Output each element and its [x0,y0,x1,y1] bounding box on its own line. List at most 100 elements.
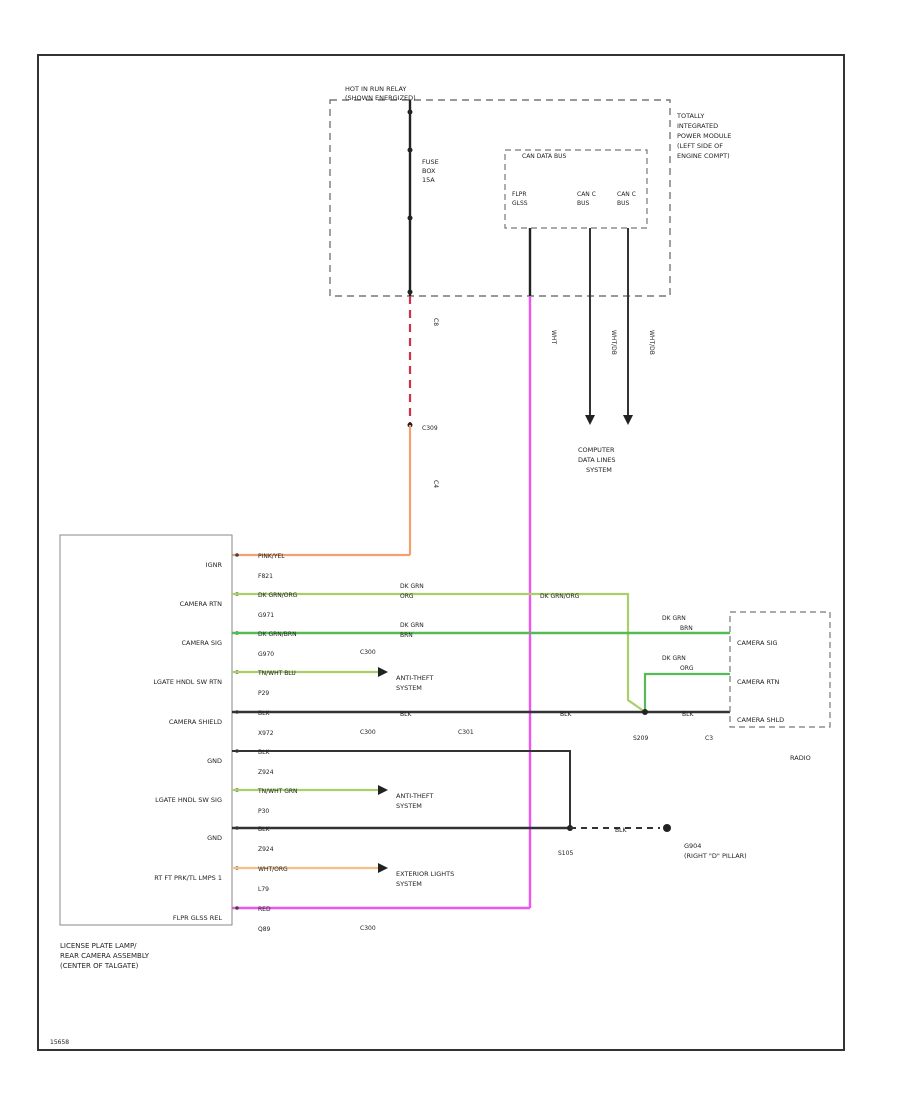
blk-ground-label: BLK [615,827,627,834]
s209-node [642,709,648,715]
c301-label: C301 [458,729,474,736]
anti-theft-1-line2: SYSTEM [396,684,422,692]
radio-w2b: ORG [680,665,694,672]
ground-terminal [663,824,671,832]
radio-pin-1: CAMERA SIG [737,639,778,647]
wire-circuit-code: X972 [258,730,274,737]
can-col2b: BUS [577,200,590,207]
wire-color-label: TN/WHT GRN [257,788,298,795]
license-plate-lamp-module [59,534,233,926]
wire-circuit-code: Z924 [258,769,274,776]
module-pin-label: CAMERA RTN [180,600,222,608]
module-pin-label: CAMERA SHIELD [169,718,222,726]
tipm-label-3: POWER MODULE [677,132,731,140]
radio-w2a: DK GRN [662,655,686,662]
module-pin-label: IGNR [206,561,223,569]
c300c-label: C300 [360,925,376,932]
c309-label: C309 [422,425,438,432]
tipm-label-1: TOTALLY [676,112,704,120]
anti-theft-2-line2: SYSTEM [396,802,422,810]
wire-color-label: BLK [258,749,270,756]
wire-circuit-code: G970 [258,651,274,658]
module-pin-label: RT FT PRK/TL LMPS 1 [154,874,222,882]
can-col1b: GLSS [512,200,528,207]
module-pin-terminal [235,906,239,910]
wire-circuit-code: F821 [258,573,273,580]
fuse-label-3: 15A [422,176,435,184]
ext-lights-line1: EXTERIOR LIGHTS [396,870,454,878]
tipm-label-4: (LEFT SIDE OF [677,142,723,150]
mid-dk-grn-1: DK GRN [400,583,424,590]
c300b-label: C300 [360,729,376,736]
can-c-arrow-2 [623,415,633,425]
module-pin-terminal [235,553,239,557]
anti-theft-arrow-1 [378,667,388,677]
wire-circuit-code: Z924 [258,846,274,853]
wire-vert-w3: WHT/DB [648,330,655,355]
fuse-node-bottom [407,215,413,221]
mid-blk-1: BLK [400,711,412,718]
computer-data-3: SYSTEM [586,466,612,474]
radio-box [729,611,831,728]
computer-data-1: COMPUTER [578,446,615,454]
wire-circuit-code: L79 [258,886,269,893]
wire-color-label: BLK [258,710,270,717]
anti-theft-arrow-2 [378,785,388,795]
ground-label-2: (RIGHT "D" PILLAR) [684,852,747,860]
can-col3a: CAN C [617,191,636,198]
c300a-label: C300 [360,649,376,656]
mid-dk-grn-2: DK GRN [400,622,424,629]
wire-vert-w2: WHT/DB [610,330,617,355]
wire-color-label: RED [258,906,271,913]
module-caption-2: REAR CAMERA ASSEMBLY [60,952,150,960]
wire-circuit-code: Q89 [258,926,271,933]
wire-color-label: DK GRN/ORG [258,592,298,599]
c3-label: C3 [705,735,713,742]
module-pin-label: LGATE HNDL SW RTN [153,678,222,686]
relay-label-2: (SHOWN ENERGIZED) [345,94,416,102]
fuse-node-top [407,147,413,153]
module-pin-label: FLPR GLSS REL [173,914,222,922]
radio-label: RADIO [790,754,811,762]
relay-label-1: HOT IN RUN RELAY [345,85,406,93]
relay-node-c8 [407,289,413,295]
radio-w3: BLK [682,711,694,718]
s209-label: S209 [633,735,648,742]
module-pin-label: GND [207,757,222,765]
wire-color-label: TN/WHT BLU [257,670,296,677]
tipm-label-2: INTEGRATED [677,122,718,130]
ext-lights-arrow [378,863,388,873]
wire-circuit-code: P30 [258,808,269,815]
diagram-frame [37,54,845,1051]
module-caption-1: LICENSE PLATE LAMP/ [60,942,137,950]
wire-circuit-code: P29 [258,690,269,697]
conn-c4-label: C4 [432,480,439,488]
wire-vert-w1: WHT [550,330,557,344]
wire-color-label: PINK/YEL [258,553,285,560]
radio-pin-2: CAMERA RTN [737,678,779,686]
gnd-wire-1 [232,750,571,828]
wire-color-label: WHT/ORG [258,866,288,873]
radio-camera-rtn-wire [643,672,730,712]
tipm-label-5: ENGINE COMPT) [677,152,730,160]
wire-color-label: DK GRN/BRN [258,631,297,638]
radio-w1b: BRN [680,625,693,632]
mid-dk-grn-org: DK GRN/ORG [540,593,580,600]
camera-rtn-wire [232,592,646,713]
figure-id: 15658 [50,1039,69,1046]
can-col2a: CAN C [577,191,596,198]
wire-color-label: BLK [258,826,270,833]
anti-theft-1-line1: ANTI-THEFT [396,674,434,682]
can-c-arrow-1 [585,415,595,425]
tipm-box [329,99,671,297]
module-caption-3: (CENTER OF TALGATE) [60,962,139,970]
fuse-label-1: FUSE [422,158,439,166]
relay-node-top [407,109,413,115]
fuse-label-2: BOX [422,167,436,175]
can-col3b: BUS [617,200,630,207]
anti-theft-2-line1: ANTI-THEFT [396,792,434,800]
ground-label-1: G904 [684,842,701,850]
